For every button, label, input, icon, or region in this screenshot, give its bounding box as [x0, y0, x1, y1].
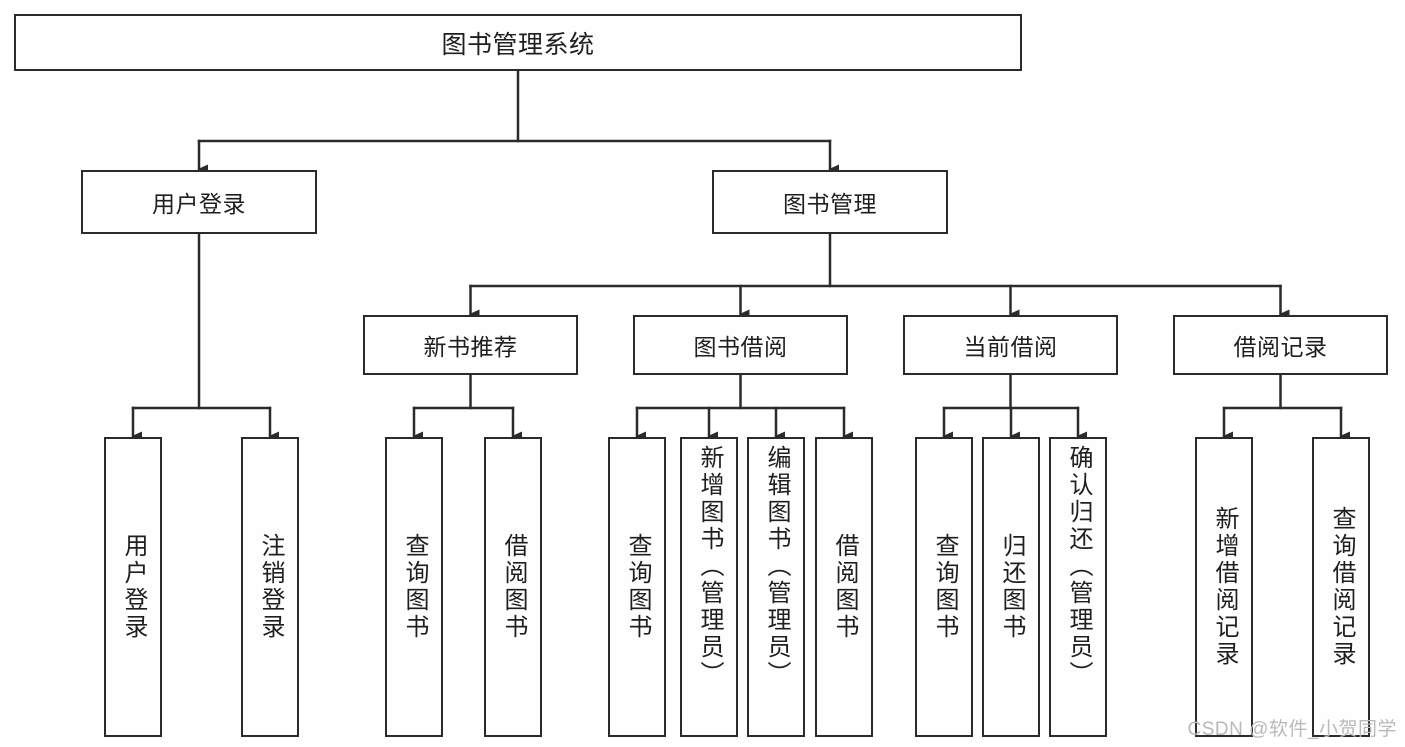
node-label: 借阅图书 [830, 533, 858, 641]
node-leaf-edit-book[interactable]: 编辑图书（管理员） [747, 437, 805, 737]
node-user-login[interactable]: 用户登录 [81, 170, 317, 234]
node-book-borrow[interactable]: 图书借阅 [633, 315, 848, 375]
node-label: 借阅记录 [1233, 334, 1328, 360]
node-label: 用户登录 [119, 533, 147, 641]
node-label: 查询图书 [400, 533, 428, 641]
node-label: 新增图书（管理员） [695, 445, 723, 688]
node-label: 图书管理系统 [441, 30, 595, 59]
node-label: 用户登录 [152, 191, 246, 217]
node-leaf-add-book[interactable]: 新增图书（管理员） [680, 437, 738, 737]
node-leaf-borrow-book-rec[interactable]: 借阅图书 [484, 437, 542, 737]
node-book-manage[interactable]: 图书管理 [712, 170, 948, 234]
node-label: 编辑图书（管理员） [762, 445, 790, 688]
node-label: 归还图书 [997, 533, 1025, 641]
node-label: 注销登录 [256, 533, 284, 641]
node-current-borrow[interactable]: 当前借阅 [903, 315, 1118, 375]
node-leaf-return-book[interactable]: 归还图书 [982, 437, 1040, 737]
node-root[interactable]: 图书管理系统 [14, 14, 1022, 71]
node-leaf-logout[interactable]: 注销登录 [241, 437, 299, 737]
node-leaf-query-record[interactable]: 查询借阅记录 [1312, 437, 1370, 737]
node-label: 借阅图书 [499, 533, 527, 641]
node-label: 当前借阅 [963, 334, 1058, 360]
node-leaf-add-record[interactable]: 新增借阅记录 [1195, 437, 1253, 737]
node-leaf-borrow-book[interactable]: 借阅图书 [815, 437, 873, 737]
node-label: 确认归还（管理员） [1064, 445, 1092, 688]
node-label: 新增借阅记录 [1210, 506, 1238, 668]
node-leaf-query-book-cur[interactable]: 查询图书 [915, 437, 973, 737]
node-label: 查询图书 [930, 533, 958, 641]
node-label: 图书管理 [783, 191, 877, 217]
node-leaf-user-login[interactable]: 用户登录 [104, 437, 162, 737]
watermark-label: CSDN @软件_小贺同学 [1187, 719, 1397, 740]
node-new-book-rec[interactable]: 新书推荐 [363, 315, 578, 375]
node-leaf-query-book-borrow[interactable]: 查询图书 [608, 437, 666, 737]
node-label: 查询图书 [623, 533, 651, 641]
node-label: 新书推荐 [423, 334, 518, 360]
node-label: 图书借阅 [693, 334, 788, 360]
node-leaf-confirm-return[interactable]: 确认归还（管理员） [1049, 437, 1107, 737]
node-label: 查询借阅记录 [1327, 506, 1355, 668]
node-leaf-query-book-rec[interactable]: 查询图书 [385, 437, 443, 737]
node-borrow-record[interactable]: 借阅记录 [1173, 315, 1388, 375]
